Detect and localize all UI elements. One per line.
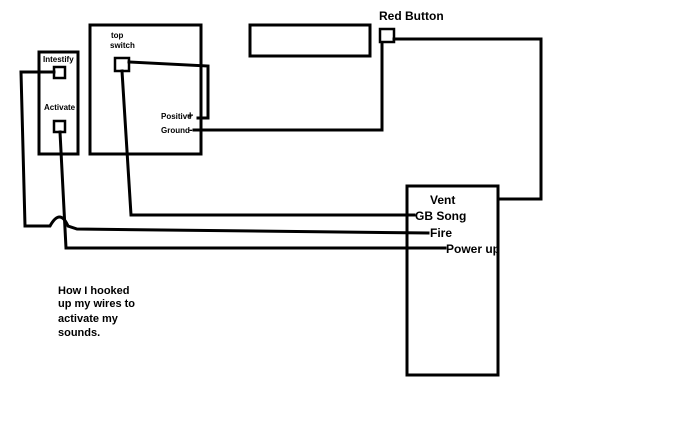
top-switch-terminal — [113, 56, 131, 73]
vent-title: Vent — [430, 193, 455, 207]
positive-label: Positive — [161, 112, 192, 121]
vent-input-power-up: Power up — [446, 242, 500, 256]
top-switch-title-line2: switch — [110, 41, 135, 50]
note-line-2: up my wires to — [58, 298, 135, 310]
wire-top-switch-to-gb-song — [120, 69, 416, 217]
vent-input-fire: Fire — [430, 226, 452, 240]
note-line-1: How I hooked — [58, 285, 130, 297]
red-button-label: Red Button — [379, 9, 444, 23]
top-switch-panel — [88, 23, 203, 156]
ground-label: Ground — [161, 126, 190, 135]
vent-box — [405, 184, 500, 377]
blank-display-box — [248, 23, 372, 58]
wire-ground-to-red-button — [192, 41, 384, 132]
top-switch-title-line1: top — [111, 31, 124, 40]
red-button-terminal — [378, 27, 396, 44]
wire-red-button-to-vent — [392, 37, 543, 201]
wire-intensify-to-fire — [19, 70, 430, 235]
note-line-4: sounds. — [58, 327, 100, 339]
activate-terminal — [52, 119, 67, 134]
ground-sign: - — [189, 124, 193, 136]
wire-activate-to-power-up — [58, 130, 447, 250]
intensify-label: Intestify — [43, 55, 74, 64]
left-control-panel — [37, 50, 80, 156]
activate-label: Activate — [44, 103, 76, 112]
vent-input-gb-song: GB Song — [415, 209, 466, 223]
note-line-3: activate my — [58, 313, 119, 325]
wire-top-switch-to-positive — [127, 60, 210, 120]
positive-sign: + — [187, 110, 193, 122]
intensify-terminal — [52, 65, 67, 80]
